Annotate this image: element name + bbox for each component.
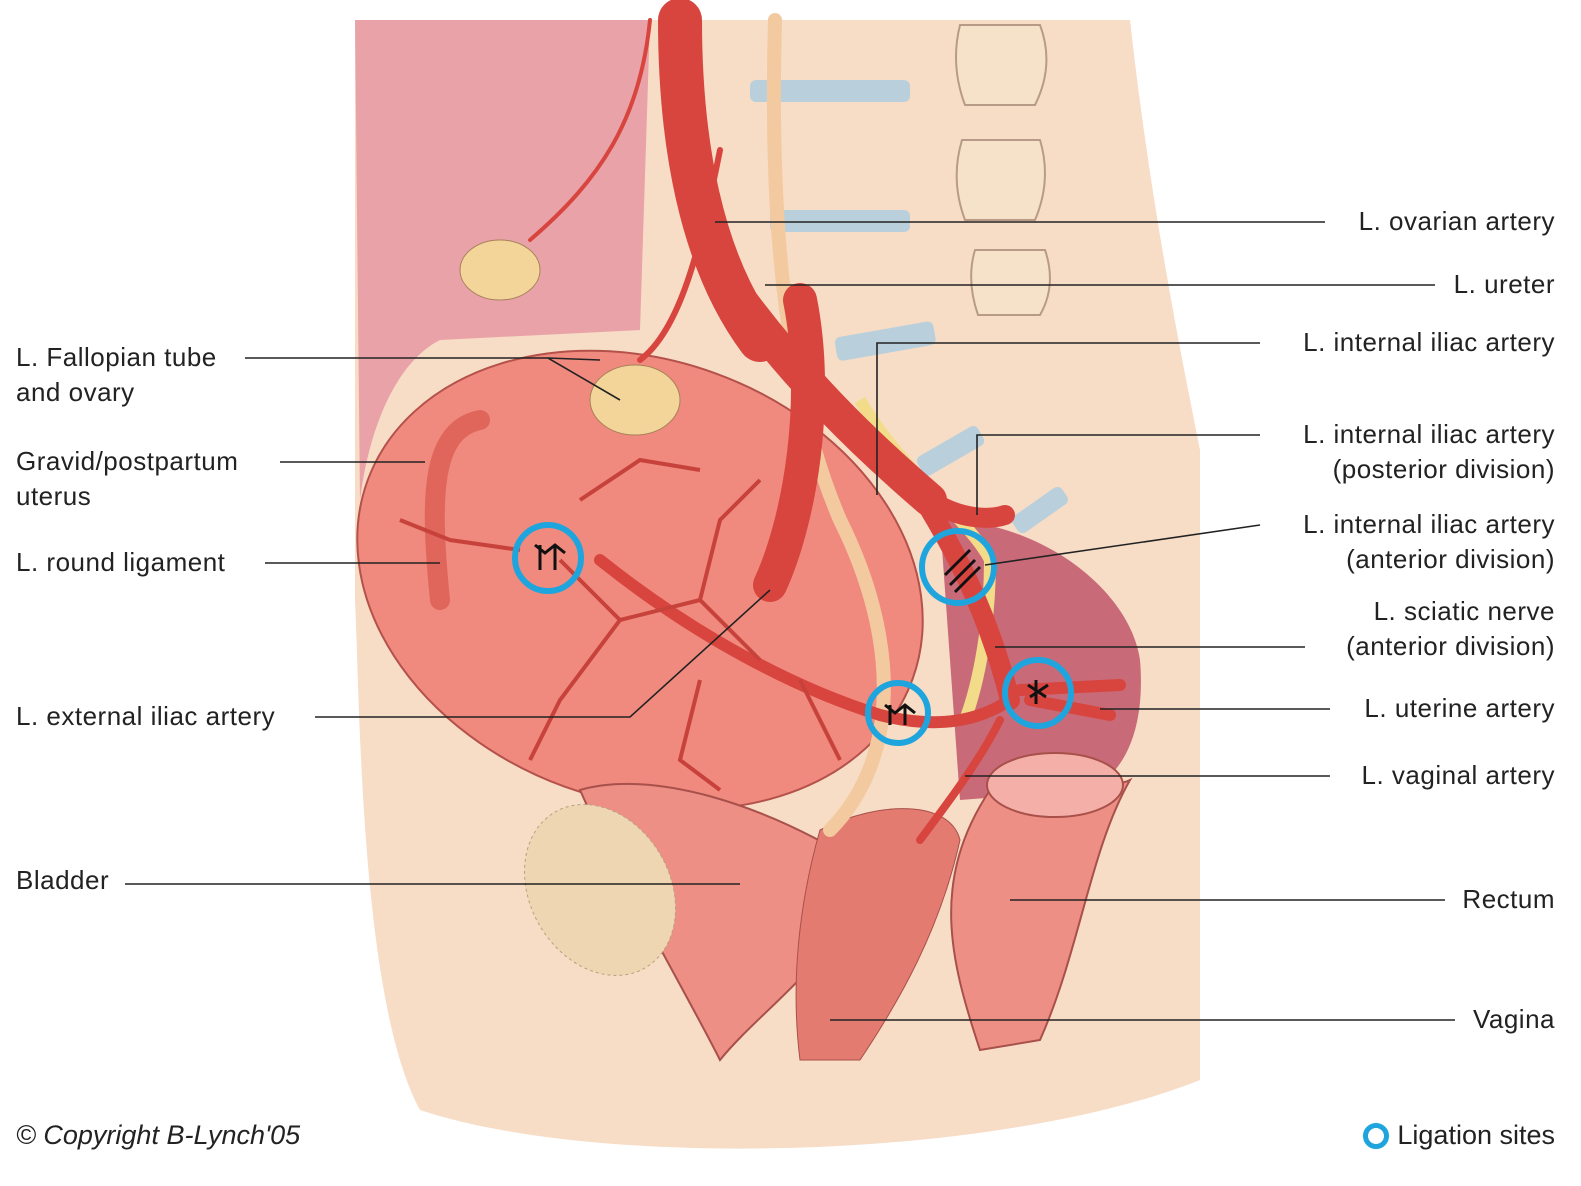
label-line: (anterior division) [1346,544,1555,574]
ligation-ring-icon [1363,1122,1390,1149]
uterus [356,349,924,811]
ovarian-artery [637,147,723,363]
label-line: (anterior division) [1346,631,1555,661]
label-line: (posterior division) [1332,454,1555,484]
label-fallopian-tube: L. Fallopian tube and ovary [16,340,217,410]
pubic-bone [524,804,676,976]
ovary-lower [589,364,681,436]
label-external-iliac: L. external iliac artery [16,701,276,731]
leader-lines [125,221,1455,1021]
label-uterus: Gravid/postpartum uterus [16,444,238,514]
uterine-vessels [399,457,842,792]
arteries [424,0,1126,844]
label-line: L. Fallopian tube [16,342,217,372]
ligation-site-uterine [865,680,931,746]
label-ovarian-artery: L. ovarian artery [1358,206,1555,236]
copyright: © Copyright B-Lynch'05 [16,1120,301,1150]
label-vaginal-artery: L. vaginal artery [1361,760,1555,790]
ligation-site-internal-iliac [919,528,997,606]
ligation-site-utero-ovarian [512,522,584,594]
round-ligament [424,410,490,610]
ovarian-artery-upper [528,18,652,242]
ureter [766,13,891,837]
label-uterine-artery: L. uterine artery [1364,693,1555,723]
label-internal-iliac: L. internal iliac artery [1303,327,1555,357]
suture-marks [534,543,1049,725]
legend: Ligation sites [1363,1120,1555,1151]
ligation-site-uterine-lateral [1002,657,1074,729]
label-line: L. sciatic nerve [1373,596,1555,626]
uterine-artery [594,554,1016,729]
spine [955,24,1051,316]
label-line: L. internal iliac artery [1303,509,1555,539]
label-round-ligament: L. round ligament [16,547,226,577]
intervertebral-discs [750,80,1068,534]
label-vagina: Vagina [1472,1004,1555,1034]
rectum-opening [986,752,1124,818]
label-line: and ovary [16,377,135,407]
label-line: Gravid/postpartum [16,446,239,476]
external-iliac-artery [753,283,826,602]
anterior-division [920,500,1020,710]
vaginal-artery [916,716,1004,844]
label-bladder: Bladder [16,865,110,895]
ovary-upper [459,239,541,301]
label-posterior-division: L. internal iliac artery (posterior divis… [1303,417,1555,487]
internal-iliac-artery [920,490,1015,528]
label-rectum: Rectum [1462,884,1555,914]
label-ureter: L. ureter [1453,269,1555,299]
label-line: uterus [16,481,92,511]
vagina [795,808,961,1061]
label-sciatic-nerve: L. sciatic nerve (anterior division) [1346,594,1555,664]
ligation-sites [512,522,1074,746]
legend-label: Ligation sites [1397,1120,1555,1150]
common-iliac [723,283,947,517]
label-line: L. internal iliac artery [1303,419,1555,449]
label-anterior-division: L. internal iliac artery (anterior divisi… [1303,507,1555,577]
